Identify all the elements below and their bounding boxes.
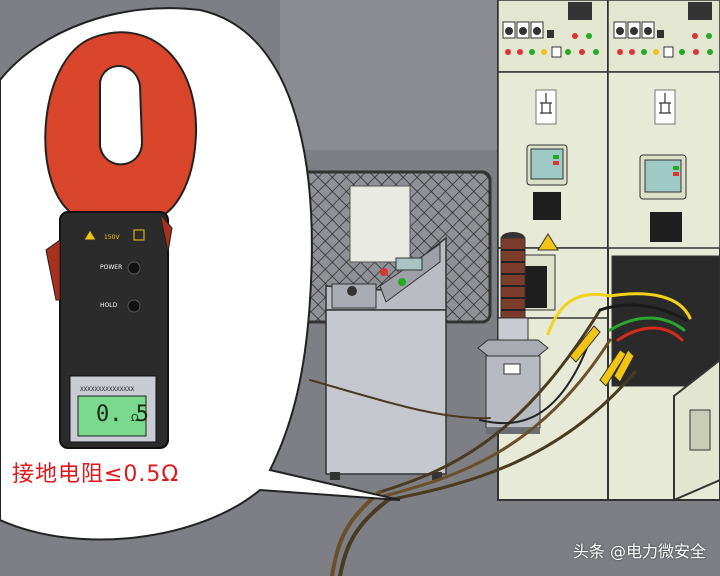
clamp-meter-icon (44, 31, 198, 449)
switchgear-cabinet-right (607, 0, 720, 502)
wall (280, 0, 500, 150)
ground-switch-icon (540, 93, 552, 114)
voltage-rating: 150V (104, 234, 120, 241)
hold-button-label: HOLD (100, 302, 118, 309)
resistance-caption: 接地电阻≤0.5Ω (12, 462, 180, 487)
clamps (569, 325, 635, 387)
warning-icon (83, 229, 97, 241)
watermark: 头条 @电力微安全 (572, 542, 706, 561)
lcd-reading: 0. 5 (96, 402, 149, 427)
warning-icon (537, 233, 559, 251)
lcd-header: XXXXXXXXXXXXXXX (80, 386, 135, 393)
lcd-unit: Ω (131, 413, 139, 424)
switchgear-cabinet-left (497, 0, 609, 501)
power-button-label: POWER (100, 264, 123, 271)
cables (309, 292, 692, 576)
test-transformer (477, 232, 549, 434)
test-console (325, 236, 447, 480)
